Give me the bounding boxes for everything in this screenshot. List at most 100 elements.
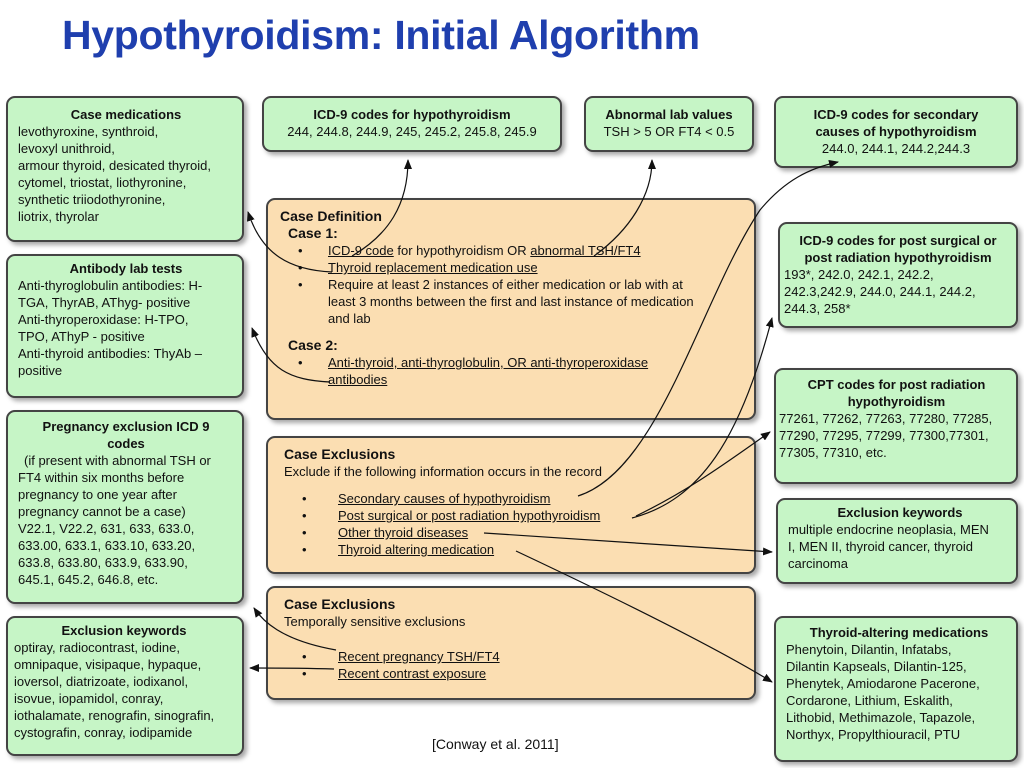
case1-item-line: least 3 months between the first and las… [328,294,694,309]
exclusion-keywords-left-box: Exclusion keywords optiray, radiocontras… [6,616,244,756]
icd9-post-surgical-heading: post radiation hypothyroidism [804,250,992,265]
antibody-lab-tests-heading: Antibody lab tests [69,261,183,276]
thyroid-altering-medication-link[interactable]: Thyroid altering medication [338,542,495,557]
thyroid-altering-medications-heading: Thyroid-altering medications [809,625,989,640]
thyroid-altering-medications-line: Lithobid, Methimazole, Tapazole, [786,710,976,725]
exclusion-keywords-left-line: isovue, iopamidol, conray, [14,691,164,706]
pregnancy-exclusion-line: 633.00, 633.1, 633.10, 633.20, [18,538,196,553]
exclusion-keywords-left-line: optiray, radiocontrast, iodine, [14,640,180,655]
icd9-post-surgical-line: 242.3,242.9, 244.0, 244.1, 244.2, [784,284,976,299]
thyroid-altering-medications-line: Phenytek, Amiodarone Pacerone, [786,676,980,691]
thyroid-altering-medications-box: Thyroid-altering medications Phenytoin, … [774,616,1018,762]
antibody-lab-tests-line: TGA, ThyrAB, AThyg- positive [18,295,191,310]
case-medications-line: cytomel, triostat, liothyronine, [18,175,187,190]
page-title: Hypothyroidism: Initial Algorithm [62,12,700,58]
antibody-lab-tests-line: positive [18,363,63,378]
cpt-post-radiation-heading: hypothyroidism [847,394,946,409]
thyroid-replacement-link[interactable]: Thyroid replacement medication use [328,260,538,275]
pregnancy-exclusion-box: Pregnancy exclusion ICD 9 codes (if pres… [6,410,244,604]
antibody-lab-tests-line: TPO, AThyP - positive [18,329,145,344]
antibody-lab-tests-line: Anti-thyroperoxidase: H-TPO, [18,312,189,327]
post-surgical-link[interactable]: Post surgical or post radiation hypothyr… [338,508,601,523]
exclusion-keywords-left-heading: Exclusion keywords [61,623,187,638]
exclusion-keywords-left-line: cystografin, conray, iodipamide [14,725,193,740]
case-exclusion-item: Thyroid altering medication [284,541,746,558]
case-exclusions-heading: Case Exclusions [284,446,396,462]
case-medications-line: armour thyroid, desicated thyroid, [18,158,211,173]
temporal-exclusion-item: Recent pregnancy TSH/FT4 [284,648,746,665]
recent-pregnancy-link[interactable]: Recent pregnancy TSH/FT4 [338,649,500,664]
case1-item-line: and lab [328,311,371,326]
temporal-exclusions-heading: Case Exclusions [284,596,396,612]
case2-list: Anti-thyroid, anti-thyroglobulin, OR ant… [280,354,746,388]
temporal-exclusions-list: Recent pregnancy TSH/FT4 Recent contrast… [284,648,746,682]
recent-contrast-link[interactable]: Recent contrast exposure [338,666,487,681]
temporal-exclusion-item: Recent contrast exposure [284,665,746,682]
icd9-post-surgical-box: ICD-9 codes for post surgical or post ra… [778,222,1018,328]
pregnancy-exclusion-line: (if present with abnormal TSH or [24,453,211,468]
case-medications-line: synthetic triiodothyronine, [18,192,166,207]
case1-item: Thyroid replacement medication use [280,259,746,276]
exclusion-keywords-right-heading: Exclusion keywords [837,505,963,520]
secondary-causes-link[interactable]: Secondary causes of hypothyroidism [338,491,551,506]
pregnancy-exclusion-line: 633.8, 633.80, 633.9, 633.90, [18,555,188,570]
antibodies-link[interactable]: Anti-thyroid, anti-thyroglobulin, OR ant… [328,355,649,370]
case-exclusions-box: Case Exclusions Exclude if the following… [266,436,756,574]
pregnancy-exclusion-line: pregnancy to one year after [18,487,177,502]
icd9-secondary-heading: ICD-9 codes for secondary [813,107,979,122]
exclusion-keywords-right-box: Exclusion keywords multiple endocrine ne… [776,498,1018,584]
case1-item: ICD-9 code for hypothyroidism OR abnorma… [280,242,746,259]
citation: [Conway et al. 2011] [432,736,559,752]
antibody-lab-tests-line: Anti-thyroglobulin antibodies: H- [18,278,203,293]
case-exclusion-item: Secondary causes of hypothyroidism [284,490,746,507]
case-medications-line: liotrix, thyrolar [18,209,99,224]
pregnancy-exclusion-line: 645.1, 645.2, 646.8, etc. [18,572,159,587]
icd9-secondary-box: ICD-9 codes for secondary causes of hypo… [774,96,1018,168]
exclusion-keywords-left-line: iothalamate, renografin, sinografin, [14,708,215,723]
abnormal-lab-values-heading: Abnormal lab values [605,107,733,122]
cpt-post-radiation-line: 77305, 77310, etc. [779,445,887,460]
exclusion-keywords-left-line: ioversol, diatrizoate, iodixanol, [14,674,189,689]
abnormal-lab-values-text: TSH > 5 OR FT4 < 0.5 [603,124,735,139]
case1-item-line: Require at least 2 instances of either m… [328,277,683,292]
case-definition-heading: Case Definition [280,208,382,224]
cpt-post-radiation-box: CPT codes for post radiation hypothyroid… [774,368,1018,484]
pregnancy-exclusion-line: V22.1, V22.2, 631, 633, 633.0, [18,521,195,536]
icd9-post-surgical-line: 193*, 242.0, 242.1, 242.2, [784,267,934,282]
other-thyroid-diseases-link[interactable]: Other thyroid diseases [338,525,469,540]
case-definition-box: Case Definition Case 1: ICD-9 code for h… [266,198,756,420]
icd9-secondary-heading: causes of hypothyroidism [815,124,977,139]
case-medications-box: Case medications levothyroxine, synthroi… [6,96,244,242]
case-exclusion-item: Post surgical or post radiation hypothyr… [284,507,746,524]
exclusion-keywords-right-line: carcinoma [788,556,848,571]
antibody-lab-tests-line: Anti-thyroid antibodies: ThyAb – [18,346,203,361]
case-exclusions-subtitle: Exclude if the following information occ… [284,464,602,479]
antibodies-link[interactable]: antibodies [328,372,388,387]
exclusion-keywords-right-line: I, MEN II, thyroid cancer, thyroid [788,539,973,554]
abnormal-lab-values-box: Abnormal lab values TSH > 5 OR FT4 < 0.5 [584,96,754,152]
case1-item-text: for hypothyroidism OR [393,243,531,258]
case2-item: Anti-thyroid, anti-thyroglobulin, OR ant… [280,354,746,388]
temporal-exclusions-box: Case Exclusions Temporally sensitive exc… [266,586,756,700]
antibody-lab-tests-box: Antibody lab tests Anti-thyroglobulin an… [6,254,244,398]
case-exclusions-list: Secondary causes of hypothyroidism Post … [284,490,746,558]
pregnancy-exclusion-heading: codes [107,436,145,451]
case1-label: Case 1: [288,225,338,241]
icd9-post-surgical-line: 244.3, 258* [784,301,851,316]
icd9-post-surgical-heading: ICD-9 codes for post surgical or [799,233,997,248]
thyroid-altering-medications-line: Dilantin Kapseals, Dilantin-125, [786,659,967,674]
exclusion-keywords-left-line: omnipaque, visipaque, hypaque, [14,657,202,672]
thyroid-altering-medications-line: Northyx, Propylthiouracil, PTU [786,727,961,742]
icd9-hypothyroidism-box: ICD-9 codes for hypothyroidism 244, 244.… [262,96,562,152]
cpt-post-radiation-heading: CPT codes for post radiation [807,377,986,392]
pregnancy-exclusion-heading: Pregnancy exclusion ICD 9 [42,419,210,434]
cpt-post-radiation-line: 77261, 77262, 77263, 77280, 77285, [779,411,993,426]
abnormal-tsh-ft4-link[interactable]: abnormal TSH/FT4 [530,243,641,258]
icd9-hypothyroidism-heading: ICD-9 codes for hypothyroidism [313,107,511,122]
pregnancy-exclusion-line: FT4 within six months before [18,470,185,485]
case-medications-line: levoxyl unithroid, [18,141,115,156]
cpt-post-radiation-line: 77290, 77295, 77299, 77300,77301, [779,428,989,443]
case1-list: ICD-9 code for hypothyroidism OR abnorma… [280,242,746,327]
icd9-hypothyroidism-codes: 244, 244.8, 244.9, 245, 245.2, 245.8, 24… [287,124,537,139]
icd9-code-link[interactable]: ICD-9 code [328,243,394,258]
